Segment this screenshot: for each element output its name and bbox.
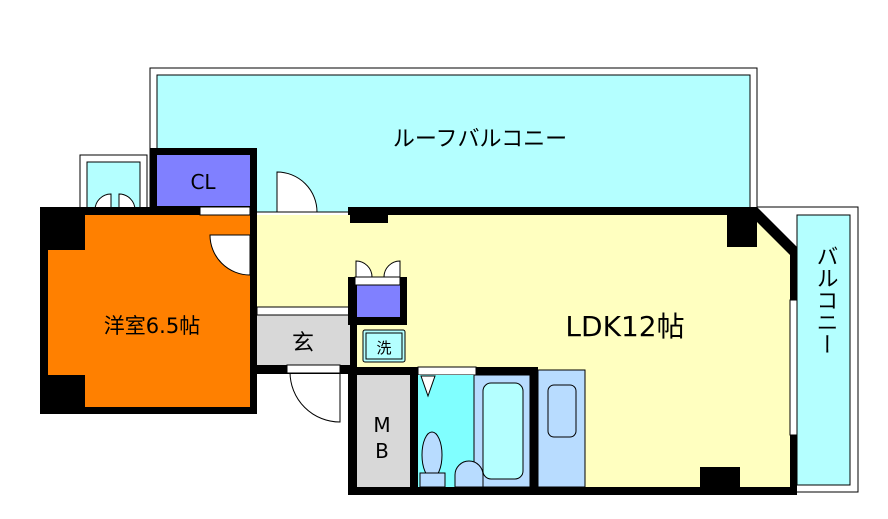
bathroom	[418, 367, 586, 495]
bathtub-icon	[482, 382, 524, 480]
entrance: 玄	[250, 306, 351, 374]
western-room-label: 洋室6.5帖	[104, 314, 200, 338]
entrance-label: 玄	[292, 331, 314, 356]
closet: CL	[150, 148, 257, 213]
meter-box-m: M	[373, 413, 390, 437]
meter-box-b: B	[375, 439, 389, 463]
washer-label: 洗	[376, 339, 391, 357]
balcony-label: バルコニー	[813, 245, 838, 355]
toilet-tank-icon	[421, 431, 443, 479]
roof-balcony-label: ルーフバルコニー	[393, 127, 567, 152]
small-balcony	[79, 154, 148, 211]
toilet-icon	[454, 460, 484, 488]
kitchen-sink-icon	[547, 384, 577, 438]
entrance-door-icon	[289, 371, 341, 423]
door-swing-icon	[276, 171, 318, 213]
washer-space: 洗	[362, 329, 406, 363]
meter-box: M B	[348, 366, 538, 495]
bedroom-door-icon	[209, 234, 251, 276]
closet-label: CL	[190, 170, 216, 194]
ldk-label: LDK12帖	[565, 310, 684, 343]
western-room: 洋室6.5帖	[40, 206, 257, 414]
storage	[348, 260, 407, 325]
sink-icon	[420, 375, 436, 398]
